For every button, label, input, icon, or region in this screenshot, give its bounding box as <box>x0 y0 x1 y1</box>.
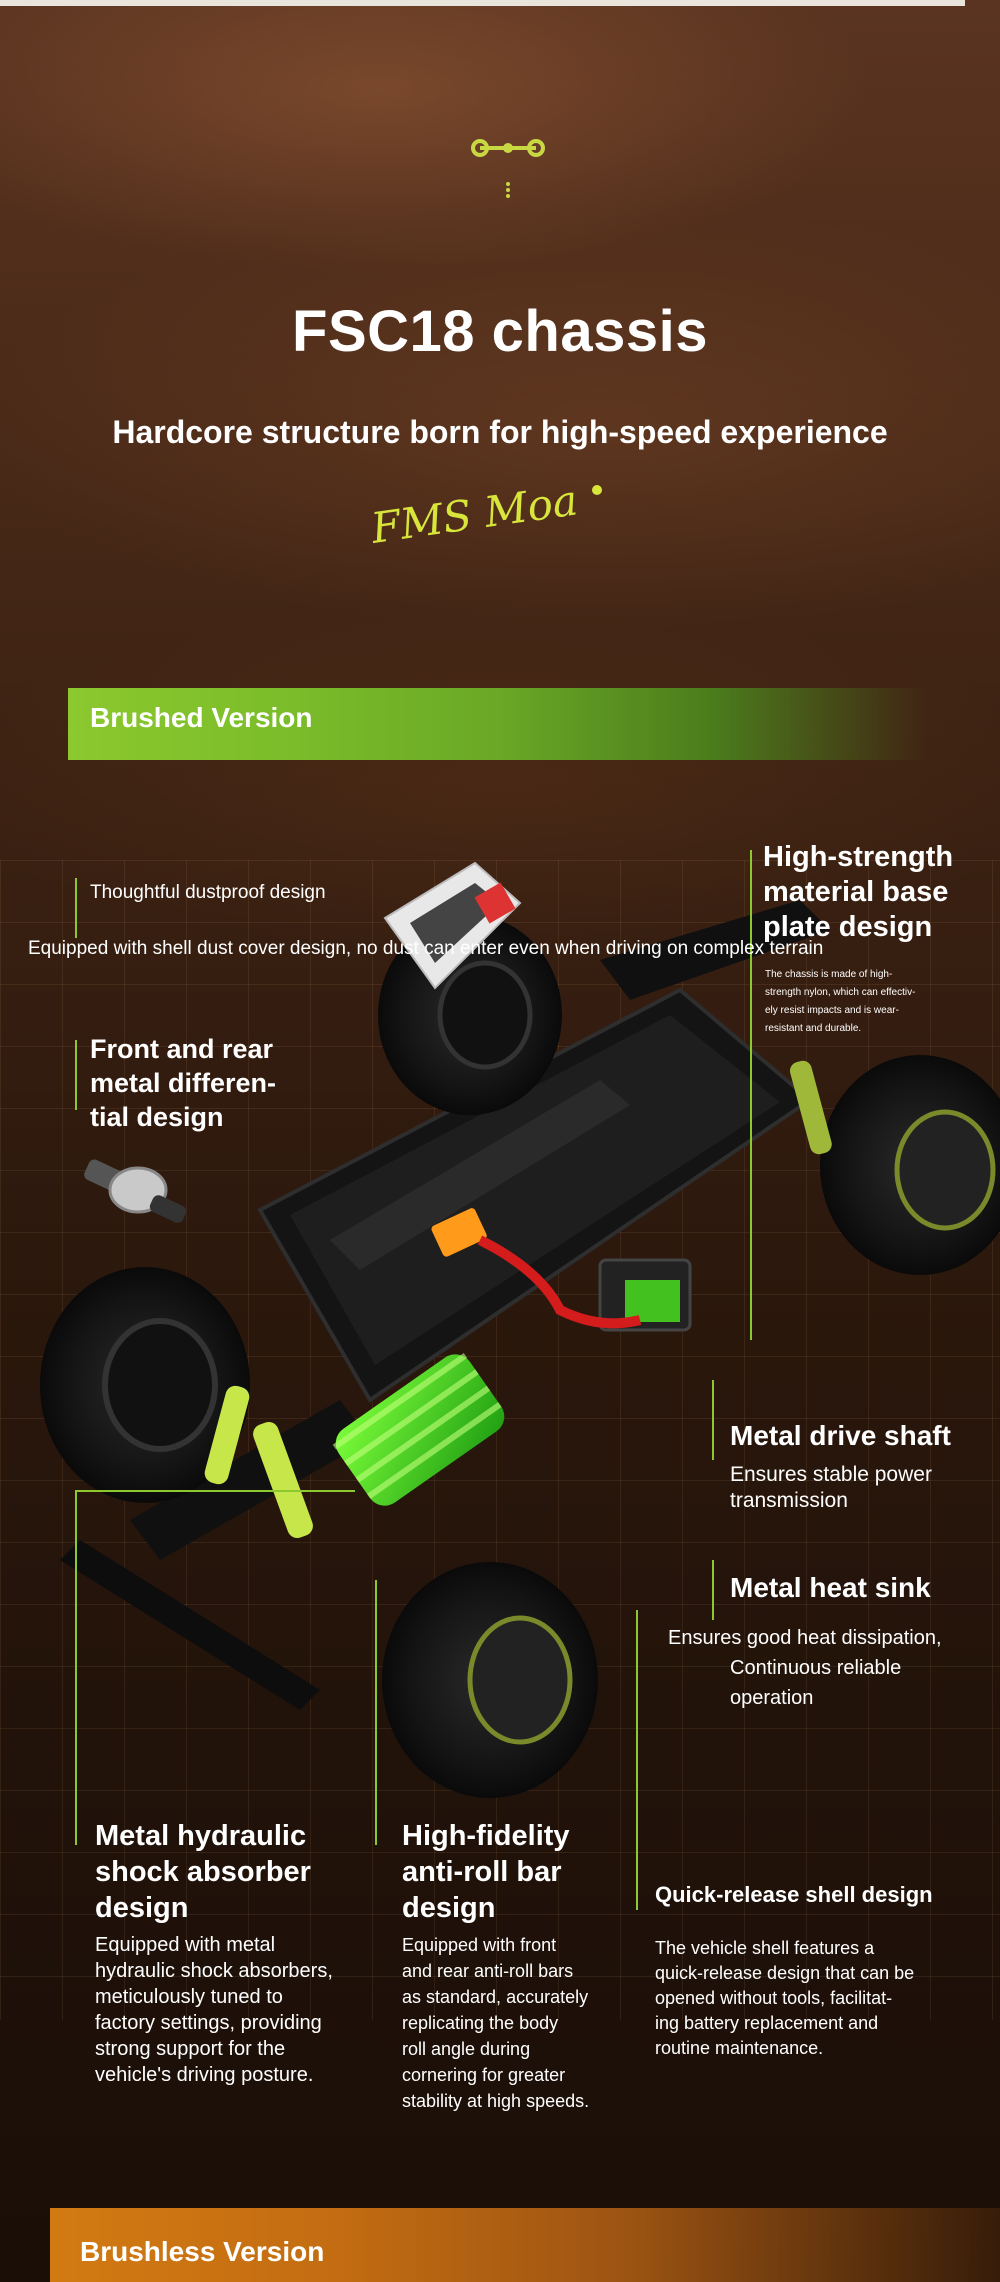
page-title: FSC18 chassis <box>292 299 708 364</box>
page-subtitle: Hardcore structure born for high-speed e… <box>112 414 888 450</box>
differential-title: Front and rear metal differen- tial desi… <box>90 1034 277 1132</box>
signature-text: FMS Moa <box>367 475 580 548</box>
brushed-band <box>68 688 928 760</box>
signature-logo: FMS Moa <box>367 475 602 548</box>
tire-rear-right <box>382 1562 598 1798</box>
heat-sink-desc: Ensures good heat dissipation, Continuou… <box>668 1627 942 1709</box>
differential-leader <box>75 1040 77 1110</box>
heat-sink-title: Metal heat sink <box>730 1572 931 1603</box>
base-plate-leader <box>750 850 752 1340</box>
chassis-icon <box>471 139 545 198</box>
dustproof-desc: Equipped with shell dust cover design, n… <box>28 938 824 959</box>
brushless-version-label: Brushless Version <box>80 2236 325 2267</box>
dust-cover-image <box>383 861 522 990</box>
dustproof-title: Thoughtful dustproof design <box>90 882 326 903</box>
tire-rear-left <box>40 1267 250 1503</box>
base-plate-title: High-strength material base plate design <box>763 841 954 943</box>
quick-release-desc: The vehicle shell features a quick-relea… <box>655 1938 915 2058</box>
differential-image <box>84 1159 187 1223</box>
rc-car-chassis-image <box>40 900 1000 1798</box>
brushed-version-label: Brushed Version <box>90 702 313 733</box>
anti-roll-title: High-fidelity anti-roll bar design <box>402 1820 570 1924</box>
shock-desc: Equipped with metal hydraulic shock abso… <box>95 1934 333 2086</box>
quick-release-title: Quick-release shell design <box>655 1882 933 1907</box>
dustproof-leader <box>75 878 77 938</box>
heat-sink-leader <box>712 1560 714 1620</box>
quick-release-leader <box>636 1610 638 1910</box>
tire-front-right <box>820 1055 1000 1275</box>
shock-leader <box>75 1490 77 1845</box>
drive-shaft-title: Metal drive shaft <box>730 1420 951 1451</box>
drive-shaft-desc: Ensures stable power transmission <box>730 1463 932 1512</box>
anti-roll-desc: Equipped with front and rear anti-roll b… <box>402 1935 590 2111</box>
shock-leader-horizontal <box>75 1490 355 1492</box>
base-plate-desc: The chassis is made of high- strength ny… <box>765 969 916 1034</box>
anti-roll-leader <box>375 1580 377 1845</box>
shock-title: Metal hydraulic shock absorber design <box>95 1820 311 1924</box>
brushless-band <box>50 2208 1000 2282</box>
top-strip <box>0 0 965 6</box>
drive-shaft-leader <box>712 1380 714 1460</box>
